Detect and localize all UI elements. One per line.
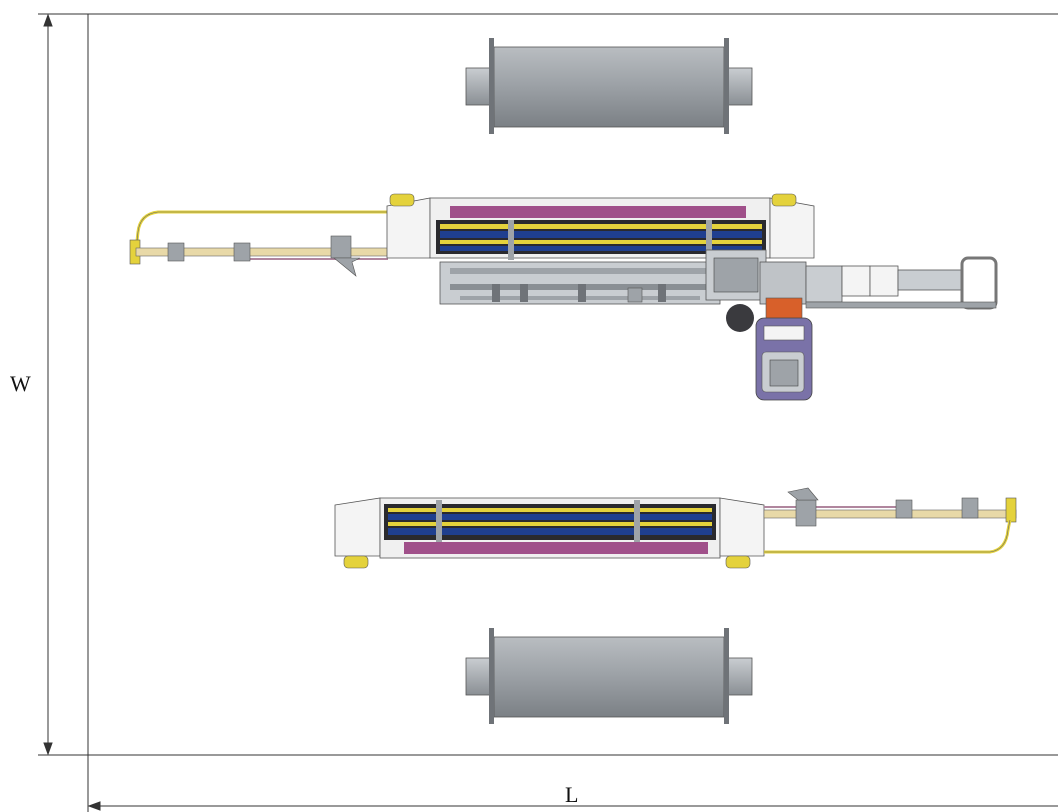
length-dimension-label: L — [565, 782, 579, 807]
lower-unwind-roll — [465, 628, 753, 724]
upper-unwind-roll — [465, 38, 753, 134]
width-dimension-label: W — [10, 371, 31, 396]
lower-machine-assembly — [334, 487, 1017, 569]
upper-machine-assembly — [129, 193, 998, 401]
width-dimension — [43, 13, 53, 756]
frame-lines — [38, 13, 1058, 812]
length-dimension — [87, 801, 1058, 811]
